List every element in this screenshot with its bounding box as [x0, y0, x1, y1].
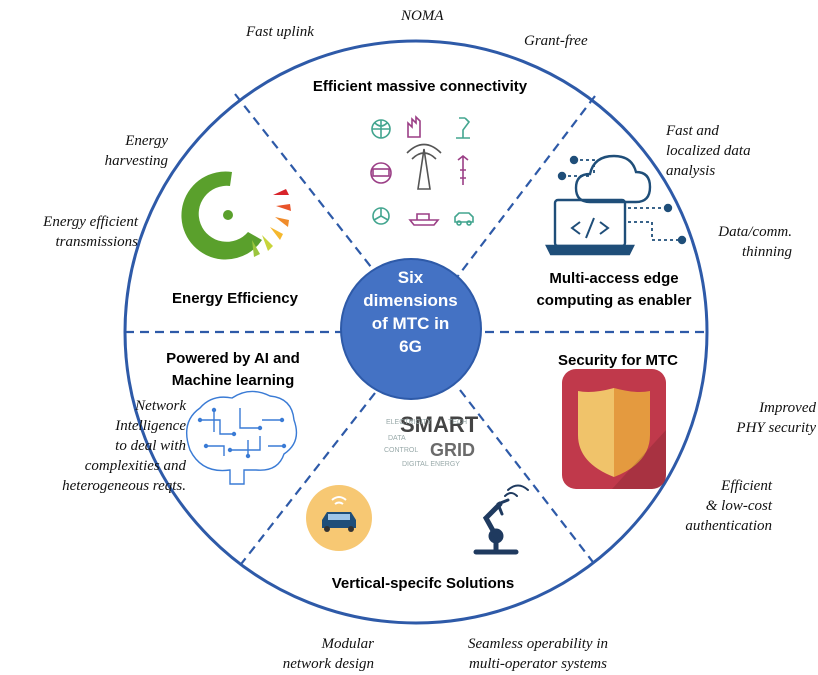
feature-energy-efficient-tx: Energy efficient transmissions — [43, 214, 138, 250]
svg-text:CONTROL: CONTROL — [384, 447, 418, 454]
robot-arm-icon — [456, 117, 471, 139]
antenna-tower-icon — [406, 143, 442, 190]
svg-text:DIGITAL ENERGY: DIGITAL ENERGY — [402, 461, 460, 468]
meter-icon — [370, 162, 392, 184]
svg-text:ELECTRICITY: ELECTRICITY — [386, 419, 432, 426]
ship-icon — [408, 213, 440, 226]
dimension-ai: Powered by AI and Machine learning — [166, 350, 300, 389]
cell-tower-icon — [457, 154, 469, 185]
svg-text:TECH: TECH — [448, 419, 467, 426]
grid-word: GRID — [430, 440, 475, 460]
smart-word: SMART — [400, 412, 479, 437]
wind-turbine-icon — [372, 207, 390, 225]
feature-energy-harvesting: Energy harvesting — [104, 133, 168, 169]
feature-fast-uplink: Fast uplink — [246, 24, 314, 40]
svg-text:DATA: DATA — [388, 435, 406, 442]
feature-data-thinning: Data/comm. thinning — [718, 224, 792, 260]
dimension-vertical: Vertical-specifc Solutions — [331, 575, 515, 592]
edge-cloud-icon — [545, 154, 687, 256]
feature-fast-data-analysis: Fast and localized data analysis — [666, 123, 751, 179]
divider-upper-right — [457, 95, 596, 277]
center-circle — [340, 258, 482, 400]
globe-icon — [371, 119, 391, 139]
center-title: Six dimensions of MTC in 6G — [363, 268, 458, 356]
connected-car-icon — [306, 485, 372, 551]
ai-brain-icon — [186, 390, 298, 485]
divider-lower-right — [459, 389, 597, 567]
dimension-security: Security for MTC — [557, 352, 678, 369]
feature-network-intelligence: Network Intelligence to deal with comple… — [62, 398, 186, 494]
section-dividers — [125, 93, 707, 569]
iot-devices-icon — [370, 115, 474, 226]
dimension-edge-computing: Multi-access edge computing as enabler — [536, 270, 692, 309]
factory-icon — [407, 115, 421, 138]
feature-noma: NOMA — [401, 8, 444, 24]
shield-icon — [562, 369, 666, 489]
smart-grid-icon: SMART GRID ELECTRICITY DATA CONTROL TECH… — [384, 412, 479, 468]
divider-upper-left — [234, 93, 376, 273]
feature-phy-security: Improved PHY security — [736, 400, 816, 436]
feature-authentication: Efficient & low-cost authentication — [685, 478, 772, 534]
dimension-connectivity: Efficient massive connectivity — [312, 78, 528, 95]
feature-modular-network: Modular network design — [282, 636, 374, 672]
feature-seamless-operability: Seamless operability in multi-operator s… — [468, 636, 608, 672]
divider-lower-left — [237, 392, 376, 569]
dimension-energy: Energy Efficiency — [172, 290, 298, 307]
energy-gauge-icon — [181, 171, 291, 260]
industrial-robot-icon — [473, 484, 529, 555]
car-icon — [454, 212, 474, 226]
feature-grant-free: Grant-free — [524, 33, 588, 49]
